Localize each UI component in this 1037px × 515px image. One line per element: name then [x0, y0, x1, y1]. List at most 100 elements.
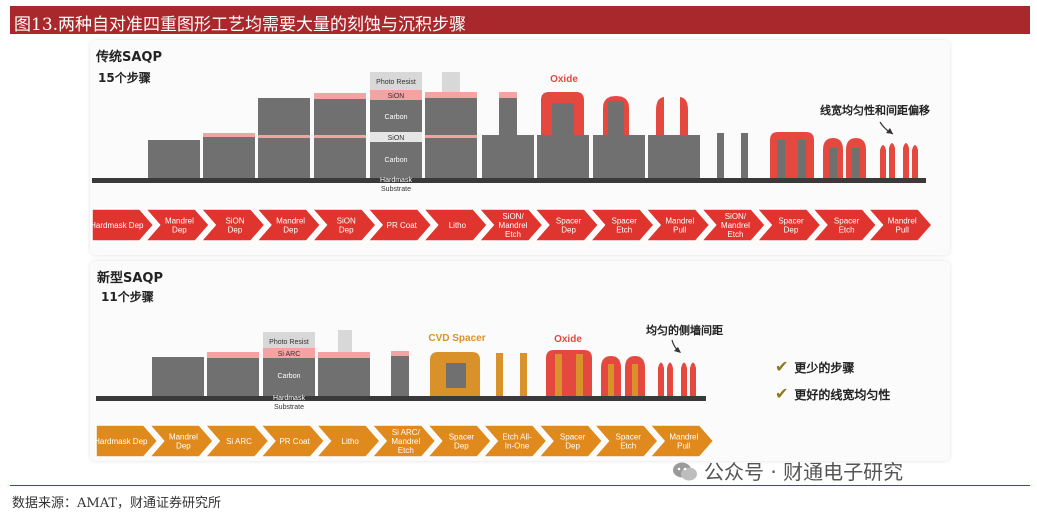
benefit-fewer-steps-label: 更少的步骤 [794, 361, 855, 375]
mandrel-carbon [148, 140, 200, 178]
traditional-step-label: Dep [561, 226, 576, 235]
traditional-step-label: Spacer [556, 217, 582, 226]
traditional-step-label: SiON/ [502, 212, 524, 221]
layer-label: SiON [388, 135, 405, 142]
traditional-step-label: SiON/ [725, 212, 747, 221]
new-step-label: Mandrel [169, 433, 198, 442]
traditional-step-label: Dep [784, 226, 799, 235]
traditional-step-label: Hardmask Dep [90, 221, 144, 230]
sion-layer [425, 92, 477, 98]
spacer-pillar [555, 354, 562, 396]
mandrel-pillar [717, 133, 724, 178]
new-step-label: Mandrel [669, 433, 698, 442]
spacer-left [656, 97, 664, 135]
traditional-arrow-15 [866, 208, 933, 242]
new-step-label: Dep [176, 442, 191, 451]
traditional-arrow-10 [588, 208, 655, 242]
traditional-step-label: Mandrel [165, 217, 194, 226]
traditional-step-label: PR Coat [387, 221, 418, 230]
layer-label: Photo Resist [376, 79, 416, 86]
traditional-arrow-11 [644, 208, 711, 242]
traditional-step-label: Dep [172, 226, 187, 235]
traditional-step-label: Mandrel [276, 217, 305, 226]
final-spacer [667, 362, 673, 396]
new-step-label: Hardmask Dep [94, 437, 148, 446]
final-spacer [681, 362, 687, 396]
traditional-step-label: Spacer [834, 217, 860, 226]
check-icon: ✔ [775, 384, 789, 403]
benefit-uniformity: ✔更好的线宽均匀性 [775, 384, 890, 403]
carbon-block [648, 135, 700, 178]
layer-label: Hardmask [273, 395, 305, 402]
spacer-pillar [608, 364, 614, 396]
oxide-spacer [546, 350, 592, 396]
annotation-arrowhead [674, 347, 681, 353]
traditional-step-label: Pull [896, 226, 910, 235]
final-spacer [889, 143, 895, 178]
new-arrow-10 [592, 424, 659, 458]
carbon-block [203, 135, 255, 178]
traditional-arrow-14 [811, 208, 878, 242]
watermark: 公众号 · 财通电子研究 [672, 456, 903, 485]
new-step-label: Mandrel [391, 437, 420, 446]
new-arrow-11 [648, 424, 715, 458]
new-step-label: In-One [505, 442, 530, 451]
traditional-step-label: Dep [339, 226, 354, 235]
sion-layer [425, 135, 477, 138]
mandrel-pillar [852, 148, 860, 178]
traditional-arrow-8 [477, 208, 544, 242]
traditional-step-label: Mandrel [721, 221, 750, 230]
new-step-label: Dep [565, 442, 580, 451]
mandrel-feature [391, 356, 409, 396]
mandrel-pillar [798, 140, 806, 178]
photo-resist-layer [370, 72, 422, 90]
layer-label: Photo Resist [269, 339, 309, 346]
layer-label: Si ARC [278, 351, 301, 358]
si-arc-layer [391, 351, 409, 356]
carbon-block [370, 142, 422, 178]
traditional-arrow-9 [533, 208, 600, 242]
new-step-label: Etch All- [502, 433, 532, 442]
sion-layer [370, 132, 422, 142]
traditional-step-label: SiON [225, 217, 244, 226]
cvd-spacer-label: CVD Spacer [428, 333, 485, 344]
footer-divider [10, 485, 1030, 486]
carbon-block [263, 358, 315, 396]
si-arc-layer [207, 352, 259, 358]
final-spacer [912, 145, 918, 178]
new-steps-count: 11个步骤 [101, 290, 154, 304]
traditional-step-label: Spacer [778, 217, 804, 226]
mandrel-pillar [741, 133, 748, 178]
traditional-saqp-title: 传统SAQP [96, 50, 163, 65]
new-step-label: Si ARC/ [392, 428, 421, 437]
spacer-pillar [520, 353, 527, 396]
traditional-step-label: Etch [616, 226, 632, 235]
new-hardmask-line [96, 396, 706, 401]
layer-label: Carbon [385, 157, 408, 164]
traditional-annotation: 线宽均匀性和间距偏移 [820, 103, 930, 117]
sion-layer [314, 93, 366, 99]
new-step-label: Litho [342, 437, 360, 446]
layer-label: Substrate [381, 186, 411, 193]
oxide-label: Oxide [550, 74, 578, 85]
spacer-pillar [496, 353, 503, 396]
carbon-block [593, 135, 645, 178]
photo-resist-feature [442, 72, 460, 92]
final-spacer [690, 362, 696, 396]
new-arrow-1 [95, 424, 159, 458]
new-step-label: Spacer [560, 433, 586, 442]
photo-resist-feature [338, 330, 352, 352]
carbon-block [370, 100, 422, 132]
si-arc-layer [318, 352, 370, 358]
spacer-pillar [576, 354, 583, 396]
layer-label: Substrate [274, 404, 304, 411]
traditional-arrow-13 [755, 208, 822, 242]
spacer-right [680, 97, 688, 135]
traditional-arrow-2 [143, 208, 211, 242]
new-arrow-8 [481, 424, 548, 458]
title-bar: 图13.两种自对准四重图形工艺均需要大量的刻蚀与沉积步骤 [10, 6, 1030, 35]
traditional-arrow-5 [310, 208, 377, 242]
sion-layer [370, 90, 422, 100]
traditional-arrow-4 [255, 208, 322, 242]
new-step-label: Spacer [616, 433, 642, 442]
